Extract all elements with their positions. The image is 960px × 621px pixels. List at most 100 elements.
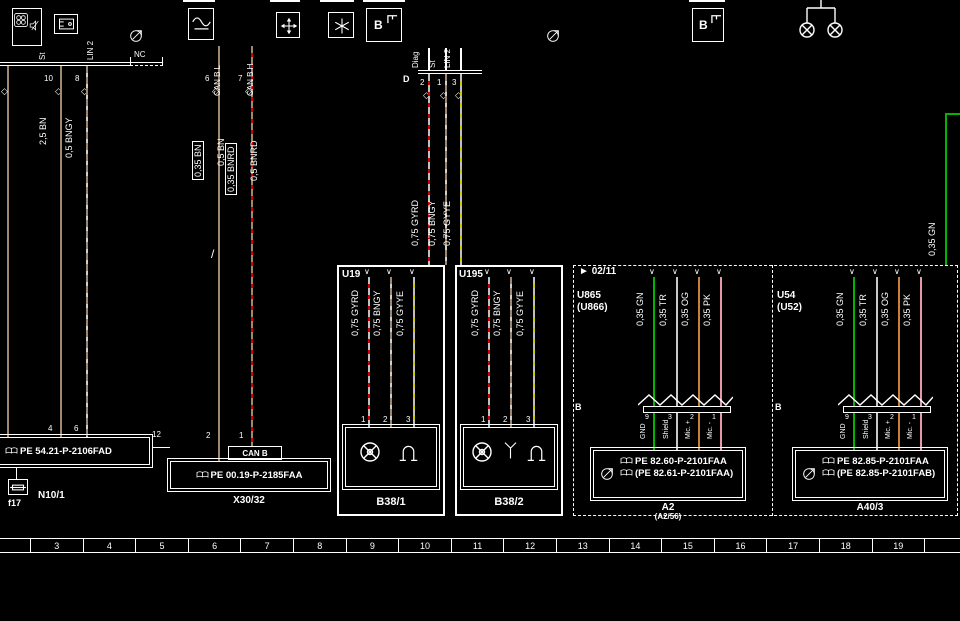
stub (653, 413, 655, 450)
arrow-down: ∨ (484, 267, 490, 276)
stub (876, 413, 878, 450)
star-icon (333, 17, 351, 35)
ruler-cell: 5 (135, 539, 188, 552)
wire-gyrd (488, 277, 490, 427)
pin-9: 9 (845, 414, 849, 421)
pin-3: 3 (668, 414, 672, 421)
connector-diamond: ◇ (81, 86, 88, 96)
wire-label: 0,5 BNGY (64, 117, 74, 158)
bus-line-nc-dashed (130, 65, 163, 66)
shield-zigzag-icon (838, 393, 933, 407)
pin-3: 3 (868, 414, 872, 421)
continuation-arrow-icon: ► (579, 266, 589, 277)
bus-line (0, 62, 163, 63)
star-symbol-box (328, 12, 354, 38)
connector-diamond: ◇ (212, 86, 219, 96)
pin-4: 4 (48, 424, 53, 433)
a40-3-box: PE 82.85-P-2101FAA (PE 82.85-P-2101FAB) (792, 447, 948, 501)
connector-diamond: ◇ (1, 86, 8, 96)
n10-1-label: N10/1 (38, 490, 65, 501)
pin-12: 12 (152, 430, 161, 439)
f17-label: f17 (8, 498, 22, 508)
arrow-down: ∨ (716, 267, 722, 276)
wire-label: 0,75 GYRD (410, 199, 420, 246)
book-icon (620, 457, 633, 465)
arrow-down: ∨ (894, 267, 900, 276)
pin-2: 2 (890, 414, 894, 421)
cut-line (320, 0, 354, 2)
pe-reference: (PE 82.61-P-2101FAA) (620, 468, 742, 480)
ruler-cell: 12 (503, 539, 556, 552)
magnet-icon (398, 442, 419, 463)
wire-label: 0,75 BNGY (372, 290, 382, 336)
b38-1-label: B38/1 (376, 496, 406, 508)
wire-bngy (510, 277, 512, 427)
wire-label: 0,75 GYRD (350, 289, 360, 336)
sheet-ref: 02/11 (591, 266, 617, 277)
wave-icon (191, 14, 212, 35)
cut-line (183, 0, 215, 2)
b-module-label: B (374, 18, 383, 32)
wire-gyye (413, 277, 415, 427)
pin-1: 1 (361, 415, 366, 424)
pin-2: 2 (503, 415, 508, 424)
wire-gyrd (428, 74, 430, 265)
dashed-divider (772, 265, 773, 516)
pin-1: 1 (481, 415, 486, 424)
pe-reference: (PE 82.85-P-2101FAB) (822, 468, 944, 480)
pin-1: 1 (437, 78, 442, 87)
book-icon (5, 447, 18, 455)
magnet-icon (526, 442, 547, 463)
pe-number: PE 82.85-P-2101FAA (837, 456, 929, 467)
wire-gyye (460, 74, 462, 265)
bus-line (0, 65, 130, 66)
wire-label: 0,75 BNGY (427, 200, 437, 246)
u19-label: U19 (342, 269, 361, 280)
book-icon (822, 457, 835, 465)
ruler-cell: 9 (345, 539, 399, 552)
arrow-down: ∨ (529, 267, 535, 276)
antenna-bracket-icon (711, 13, 722, 24)
wire-can-b-h (251, 46, 253, 446)
x30-32-box: PE 00.19-P-2185FAA (167, 458, 331, 492)
wire-label: 0,75 BNGY (492, 290, 502, 336)
arrow-down: ∨ (649, 267, 655, 276)
mic-plus-label: Mic. + (885, 420, 892, 439)
b38-1-box (342, 424, 440, 490)
pin-2: 2 (383, 415, 388, 424)
pin-3: 3 (406, 415, 411, 424)
cross-arrows-symbol-box (276, 12, 300, 38)
ruler-cell: 19 (871, 539, 925, 552)
wire-label: 0,5 BNRD (249, 140, 259, 181)
st-port-label: St (38, 52, 47, 60)
pe-reference: PE 82.85-P-2101FAA (822, 456, 944, 468)
fuse-icon (10, 482, 26, 493)
ruler-cell: 3 (30, 539, 83, 552)
coordinate-ruler: 3 4 5 6 7 8 9 10 11 12 13 14 15 16 17 18… (0, 538, 960, 553)
speaker-icon (470, 440, 494, 464)
shield-label: Shield (663, 419, 670, 439)
wire-label-boxed: 0,35 BNRD (225, 143, 237, 195)
wire-label: 0,35 PK (702, 293, 712, 326)
mic-minus-label: Mic. - (907, 421, 914, 439)
connector-b-label: B (775, 402, 782, 412)
antenna-icon (501, 441, 520, 460)
arrow-down: ∨ (694, 267, 700, 276)
st-label: St (428, 60, 437, 68)
wire-og (898, 277, 900, 407)
diag-label: Diag (411, 51, 420, 68)
wire-2-5-bn (60, 66, 62, 437)
wire-label: 0,75 GYYE (395, 290, 405, 336)
fuse-stub (16, 467, 17, 479)
d-connector-label: D (403, 74, 410, 84)
wire-label: 0,35 OG (680, 291, 690, 326)
stub (445, 48, 447, 70)
stub (920, 413, 922, 450)
pe-reference: PE 82.60-P-2101FAA (620, 456, 742, 468)
pin-6: 6 (205, 74, 210, 83)
wire-gn (853, 277, 855, 407)
u54-label: U54 (777, 290, 796, 301)
telematics-icon (801, 466, 817, 482)
quad-connector-icon (14, 13, 28, 27)
ruler-tail (924, 539, 960, 552)
